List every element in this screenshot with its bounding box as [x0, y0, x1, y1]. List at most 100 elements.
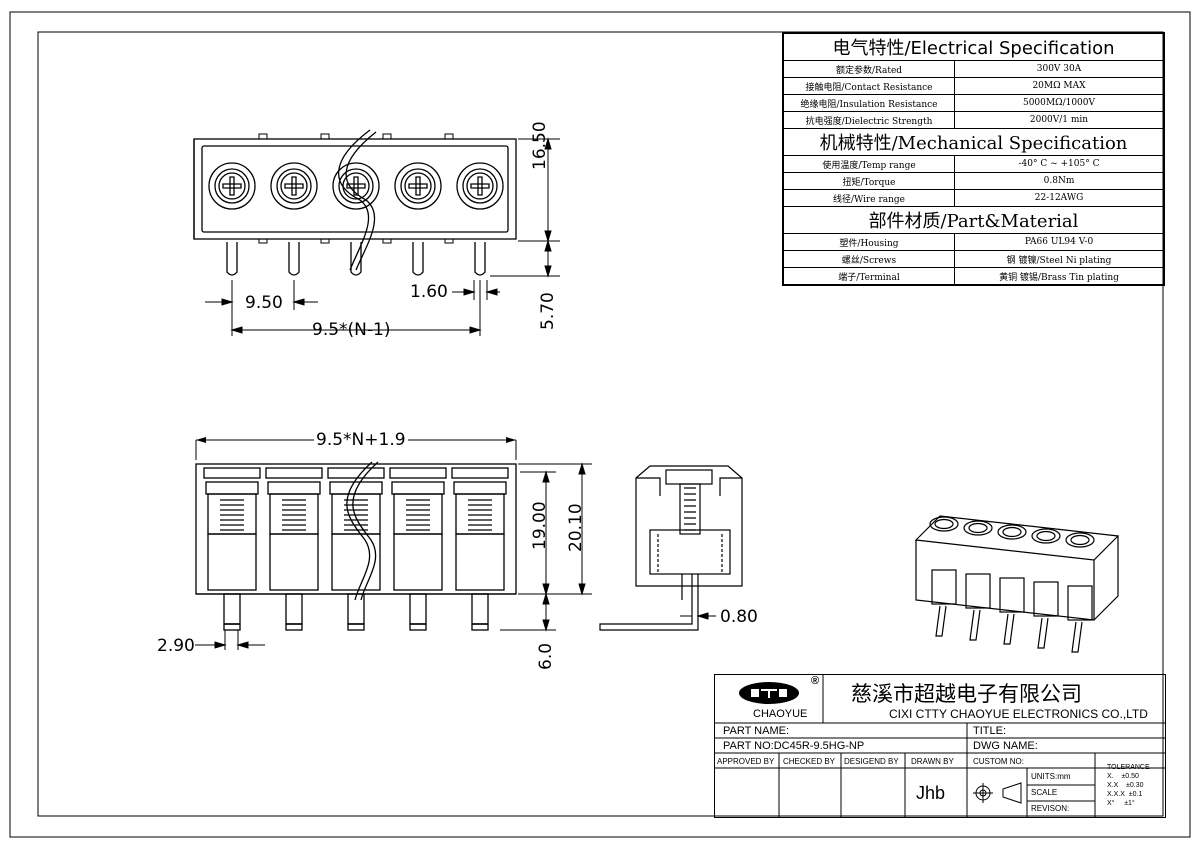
outer-frame [9, 11, 1191, 838]
material-label: 螺丝/Screws [783, 250, 955, 268]
iso-terminal [1033, 581, 1059, 649]
front-pin [347, 593, 365, 631]
iso-screw [1065, 532, 1095, 548]
dim-body-height: 16.50 [530, 121, 550, 170]
projection-symbol-icon [973, 782, 1022, 804]
electrical-value: 300V 30A [954, 60, 1164, 78]
terminal-pin [288, 242, 300, 276]
iso-screw [997, 524, 1027, 540]
material-label: 端子/Terminal [783, 267, 955, 285]
logo-icon [739, 682, 799, 704]
specification-table: 电气特性/Electrical Specification 额定参数/Rated… [782, 32, 1165, 286]
front-view [195, 437, 517, 631]
scale: SCALE [1031, 788, 1058, 797]
electrical-title: 电气特性/Electrical Specification [783, 33, 1164, 61]
inner-frame [37, 31, 1164, 817]
electrical-label: 绝缘电阻/Insulation Resistance [783, 94, 955, 112]
screw-head [332, 162, 380, 210]
iso-screw [1031, 528, 1061, 544]
mechanical-value: -40° C ~ +105° C [954, 155, 1164, 173]
electrical-value: 20MΩ MAX [954, 77, 1164, 95]
side-view-dimensions [680, 612, 716, 620]
front-terminal-slot [265, 467, 323, 591]
iso-terminal [1067, 585, 1093, 653]
front-pin [223, 593, 241, 631]
material-value: PA66 UL94 V-0 [954, 233, 1164, 251]
front-pin [285, 593, 303, 631]
title-label: TITLE: [973, 725, 1007, 737]
top-view [193, 129, 517, 276]
part-no: PART NO:DC45R-9.5HG-NP [723, 740, 865, 752]
front-pin [409, 593, 427, 631]
company-en: CIXI CTTY CHAOYUE ELECTRONICS CO.,LTD [889, 707, 1148, 721]
dim-overall-width: 9.5*N+1.9 [314, 430, 408, 450]
tolerance-row: X.X.X ±0.1 [1107, 791, 1143, 798]
checked-by: CHECKED BY [783, 757, 836, 766]
iso-screw [929, 516, 959, 532]
company-cn: 慈溪市超越电子有限公司 [851, 682, 1082, 706]
drawn-by: DRAWN BY [911, 757, 954, 766]
iso-terminal [965, 573, 991, 641]
dim-pin-below: 6.0 [536, 642, 556, 670]
material-label: 塑件/Housing [783, 233, 955, 251]
tolerance-row: X. ±0.50 [1107, 773, 1139, 780]
dim-height-20: 20.10 [566, 503, 586, 552]
dim-pin-thickness: 2.90 [157, 636, 195, 656]
mechanical-title: 机械特性/Mechanical Specification [783, 128, 1164, 156]
screw-head [394, 162, 442, 210]
screw-head [456, 162, 504, 210]
designed-by: DESIGEND BY [844, 757, 899, 766]
tolerance-title: TOLERANCE [1107, 764, 1150, 771]
screw-head [270, 162, 318, 210]
mechanical-label: 线径/Wire range [783, 189, 955, 207]
custom-no: CUSTOM NO: [973, 757, 1024, 766]
mechanical-value: 0.8Nm [954, 172, 1164, 190]
dim-pin-width: 1.60 [410, 282, 448, 302]
isometric-view [914, 515, 1120, 653]
side-view [599, 465, 743, 631]
electrical-label: 接触电阻/Contact Resistance [783, 77, 955, 95]
electrical-value: 2000V/1 min [954, 111, 1164, 129]
approved-by: APPROVED BY [717, 757, 775, 766]
title-block: ® CHAOYUE 慈溪市超越电子有限公司 CIXI CTTY CHAOYUE … [714, 674, 1166, 818]
front-view-dimensions [195, 462, 592, 650]
mechanical-value: 22-12AWG [954, 189, 1164, 207]
front-terminal-slot [203, 467, 261, 591]
dim-pin-span: 9.5*(N-1) [312, 320, 391, 340]
electrical-label: 抗电强度/Dielectric Strength [783, 111, 955, 129]
mechanical-label: 扭矩/Torque [783, 172, 955, 190]
material-title: 部件材质/Part&Material [783, 206, 1164, 234]
title-block-lines [715, 675, 1165, 817]
dim-side-thickness: 0.80 [720, 607, 758, 627]
top-view-dimensions [205, 137, 560, 336]
front-terminal-slot [327, 467, 385, 591]
terminal-pin [350, 242, 362, 276]
tolerance-row: X.X ±0.30 [1107, 782, 1144, 789]
dwg-name-label: DWG NAME: [973, 740, 1038, 752]
terminal-pin [226, 242, 238, 276]
front-pin [471, 593, 489, 631]
electrical-label: 额定参数/Rated [783, 60, 955, 78]
front-terminal-slot [389, 467, 447, 591]
units: UNITS:mm [1031, 772, 1071, 781]
front-terminal-slot [451, 467, 509, 591]
iso-terminal [931, 569, 957, 637]
logo-text: CHAOYUE [753, 708, 808, 720]
revision: REVISON: [1031, 804, 1070, 813]
dim-pitch: 9.50 [245, 293, 283, 313]
mechanical-label: 使用温度/Temp range [783, 155, 955, 173]
drawn-by-value: Jhb [916, 783, 946, 803]
iso-screw [963, 520, 993, 536]
electrical-value: 5000MΩ/1000V [954, 94, 1164, 112]
dim-height-19: 19.00 [530, 501, 550, 550]
terminal-pin [474, 242, 486, 276]
material-value: 黄铜 镀锡/Brass Tin plating [954, 267, 1164, 285]
terminal-pin [412, 242, 424, 276]
part-name-label: PART NAME: [723, 725, 790, 737]
tolerance-row: X° ±1° [1107, 800, 1135, 807]
screw-head [208, 162, 256, 210]
dim-pin-length: 5.70 [538, 292, 558, 330]
